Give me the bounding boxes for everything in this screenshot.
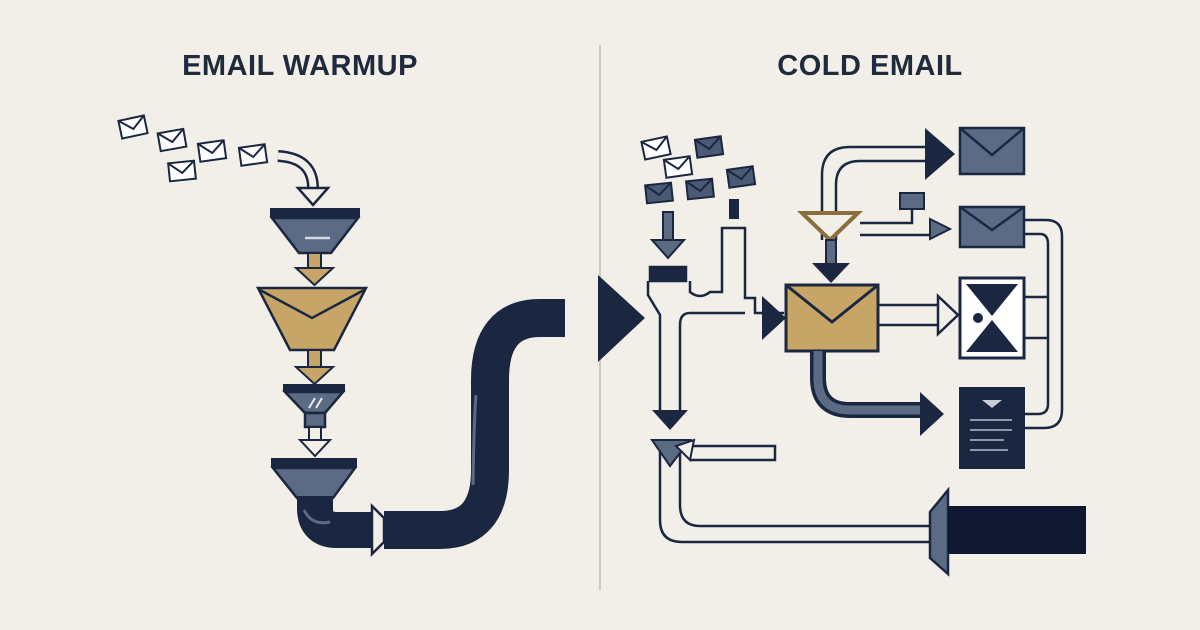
arrow-right-icon bbox=[936, 293, 960, 337]
arrow-right-icon bbox=[925, 128, 955, 180]
arrow-right-icon bbox=[762, 296, 786, 340]
document-icon bbox=[959, 387, 1025, 469]
cold-incoming-emails bbox=[640, 135, 757, 219]
arrow-down-icon bbox=[293, 366, 336, 386]
envelope-icon bbox=[237, 143, 269, 167]
envelope-icon bbox=[725, 165, 757, 189]
envelope-icon bbox=[693, 135, 725, 159]
envelope-icon bbox=[167, 159, 197, 183]
arrow-down-icon bbox=[297, 439, 333, 458]
envelope-icon bbox=[156, 127, 188, 153]
arrow-down-icon bbox=[295, 186, 331, 207]
output-pipe bbox=[270, 299, 565, 558]
valve-icon bbox=[797, 211, 863, 243]
arrow-down-icon bbox=[812, 263, 850, 283]
envelope-icon bbox=[644, 181, 674, 205]
target-envelope-2 bbox=[958, 205, 1026, 249]
filter-box-icon bbox=[958, 276, 1026, 360]
arrow-down-icon bbox=[293, 267, 336, 287]
right-loop-pipe bbox=[1024, 218, 1064, 430]
arrow-down-icon bbox=[652, 410, 688, 430]
arrow-right-icon bbox=[598, 275, 645, 362]
warmup-incoming-emails bbox=[117, 114, 269, 183]
route-top bbox=[820, 145, 925, 240]
target-envelope-1 bbox=[958, 126, 1026, 176]
cold-email-title: COLD EMAIL bbox=[777, 50, 963, 82]
gold-envelope-funnel bbox=[255, 286, 369, 352]
email-warmup-title: EMAIL WARMUP bbox=[182, 50, 418, 82]
arrow-right-icon bbox=[929, 217, 953, 241]
arrow-down-icon bbox=[649, 239, 687, 260]
lower-loop-pipe bbox=[658, 440, 930, 544]
envelope-icon bbox=[117, 114, 149, 140]
central-envelope-icon bbox=[784, 283, 880, 353]
output-block bbox=[948, 506, 1086, 554]
funnel-stage-3 bbox=[282, 384, 346, 429]
funnel-stage-1 bbox=[269, 208, 361, 255]
envelope-icon bbox=[259, 288, 365, 320]
envelope-icon bbox=[640, 135, 672, 161]
arrow-right-icon bbox=[920, 392, 944, 436]
envelope-icon bbox=[196, 139, 228, 163]
envelope-icon bbox=[662, 155, 694, 179]
envelope-icon bbox=[685, 177, 715, 201]
inlet-pipe bbox=[646, 226, 784, 410]
